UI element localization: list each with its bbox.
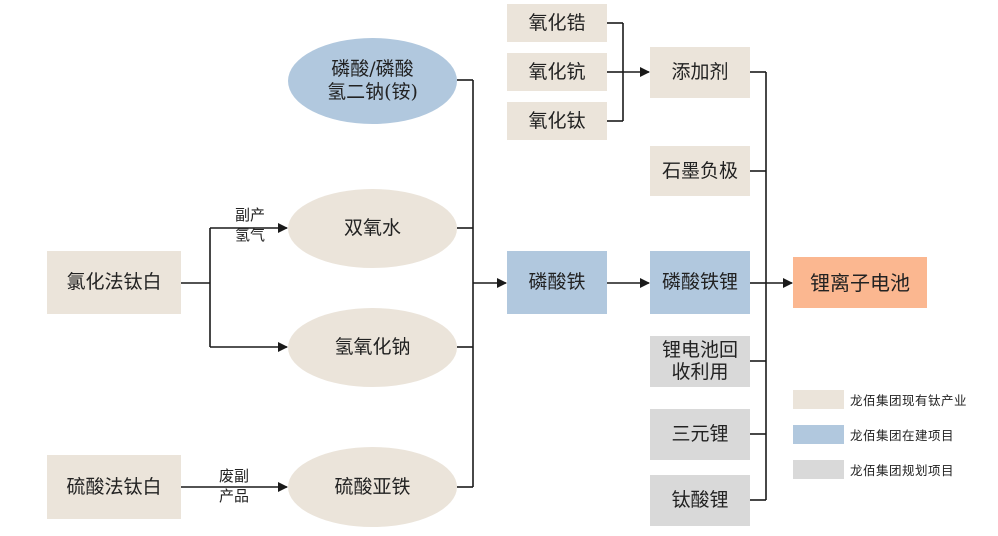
node-lfp-label: 磷酸铁锂 xyxy=(661,271,738,294)
label-line: 氢二钠(铵) xyxy=(327,81,418,103)
legend-item-building: 龙佰集团在建项目 xyxy=(793,425,954,444)
node-ternary-lithium[interactable]: 三元锂 xyxy=(650,409,750,460)
edge-label-line: 氢气 xyxy=(234,226,265,245)
node-iron-phosphate[interactable]: 磷酸铁 xyxy=(507,251,607,314)
node-titanium-oxide-label: 氧化钛 xyxy=(528,109,586,132)
node-graphite-anode-label: 石墨负极 xyxy=(661,159,738,182)
legend-item-planned: 龙佰集团规划项目 xyxy=(793,460,954,479)
node-scandium-oxide[interactable]: 氧化钪 xyxy=(507,53,607,91)
legend-label-planned: 龙佰集团规划项目 xyxy=(850,463,955,478)
node-ferrous-sulfate-label: 硫酸亚铁 xyxy=(334,475,411,498)
node-phosphoric-acid-label: 磷酸/磷酸 氢二钠(铵) xyxy=(327,58,418,104)
edge-label-waste-byproduct: 废副 产品 xyxy=(209,466,259,507)
node-ferrous-sulfate[interactable]: 硫酸亚铁 xyxy=(288,447,457,527)
node-hydrogen-peroxide-label: 双氧水 xyxy=(343,217,401,240)
edge-label-line: 废副 xyxy=(218,467,249,485)
edge-label-byproduct-hydrogen: 副产 氢气 xyxy=(225,205,275,246)
node-zirconium-oxide[interactable]: 氧化锆 xyxy=(507,4,607,42)
label-line: 收利用 xyxy=(671,360,729,383)
node-phosphoric-acid[interactable]: 磷酸/磷酸 氢二钠(铵) xyxy=(288,38,457,124)
node-lithium-ion-battery-label: 锂离子电池 xyxy=(810,270,910,295)
node-iron-phosphate-label: 磷酸铁 xyxy=(528,271,586,294)
node-sodium-hydroxide-label: 氢氧化钠 xyxy=(334,336,411,359)
legend-swatch-planned xyxy=(793,460,844,479)
node-battery-recycling[interactable]: 锂电池回 收利用 xyxy=(650,336,750,387)
legend-label-building: 龙佰集团在建项目 xyxy=(850,428,955,443)
node-lithium-titanate[interactable]: 钛酸锂 xyxy=(650,475,750,526)
legend-swatch-existing xyxy=(793,390,844,409)
node-zirconium-oxide-label: 氧化锆 xyxy=(528,11,586,34)
node-lithium-iron-phosphate[interactable]: 磷酸铁锂 xyxy=(650,251,750,314)
node-titanium-oxide[interactable]: 氧化钛 xyxy=(507,102,607,140)
node-additive[interactable]: 添加剂 xyxy=(650,47,750,98)
node-lithium-ion-battery[interactable]: 锂离子电池 xyxy=(793,257,927,308)
legend-label-existing: 龙佰集团现有钛产业 xyxy=(850,393,968,408)
node-sulfate-tio2[interactable]: 硫酸法钛白 xyxy=(47,455,181,519)
node-chloride-tio2-label: 氯化法钛白 xyxy=(66,271,162,294)
node-scandium-oxide-label: 氧化钪 xyxy=(528,60,586,83)
legend-item-existing: 龙佰集团现有钛产业 xyxy=(793,390,967,409)
edge-label-line: 产品 xyxy=(218,487,249,506)
node-ternary-lithium-label: 三元锂 xyxy=(671,423,729,446)
node-hydrogen-peroxide[interactable]: 双氧水 xyxy=(288,189,457,268)
node-sulfate-tio2-label: 硫酸法钛白 xyxy=(66,475,162,498)
label-line: 磷酸/磷酸 xyxy=(331,58,414,81)
node-graphite-anode[interactable]: 石墨负极 xyxy=(650,146,750,196)
node-chloride-tio2[interactable]: 氯化法钛白 xyxy=(47,251,181,314)
node-additive-label: 添加剂 xyxy=(671,61,729,84)
edge-label-line: 副产 xyxy=(234,206,265,224)
legend-swatch-building xyxy=(793,425,844,444)
node-lithium-titanate-label: 钛酸锂 xyxy=(671,489,729,512)
label-line: 锂电池回 xyxy=(661,338,738,361)
node-sodium-hydroxide[interactable]: 氢氧化钠 xyxy=(288,308,457,387)
node-battery-recycling-label: 锂电池回 收利用 xyxy=(661,338,738,384)
